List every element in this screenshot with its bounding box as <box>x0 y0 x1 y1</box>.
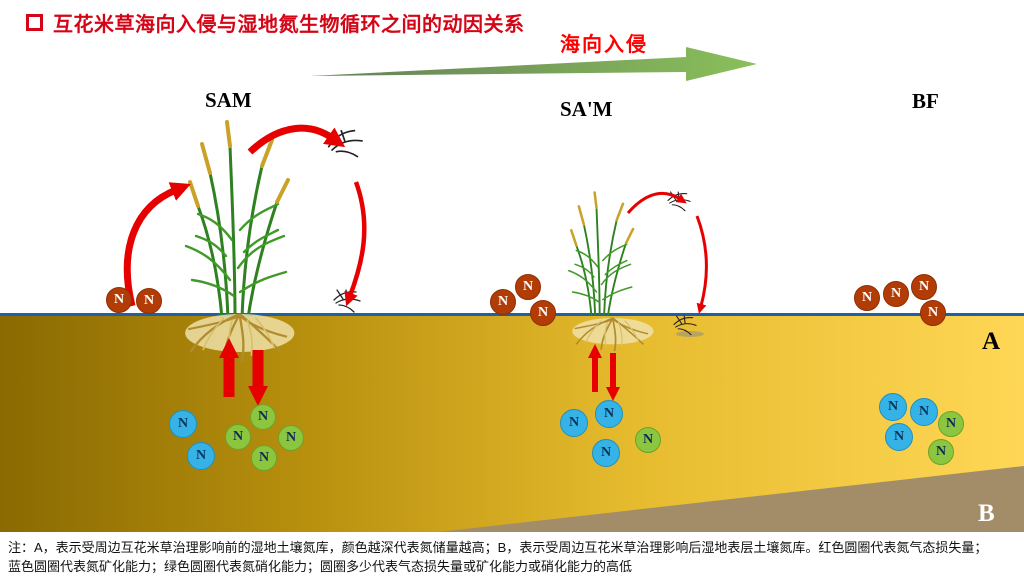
sapm-litter-return-arrow <box>695 215 708 314</box>
title-row: 互花米草海向入侵与湿地氮生物循环之间的动因关系 <box>26 8 525 37</box>
mineralization-circle: N <box>560 409 588 437</box>
gas-loss-circle: N <box>530 300 556 326</box>
gas-loss-circle: N <box>515 274 541 300</box>
n-letter: N <box>143 293 155 308</box>
n-letter: N <box>927 305 939 320</box>
column-label-sam: SAM <box>205 88 252 112</box>
zone-a-label: A <box>982 328 1001 355</box>
nitrification-circle: N <box>225 424 251 450</box>
soil-layer-a <box>0 313 1024 532</box>
n-letter: N <box>232 429 244 444</box>
nitrification-circle: N <box>250 404 276 430</box>
sam-litter-return-arrow <box>344 181 367 307</box>
n-letter: N <box>568 415 580 430</box>
n-letter: N <box>195 448 207 463</box>
gas-loss-circle: N <box>106 287 132 313</box>
n-letter: N <box>600 445 612 460</box>
invasion-direction-label: 海向入侵 <box>560 34 648 56</box>
n-letter: N <box>258 450 270 465</box>
nitrification-circle: N <box>928 439 954 465</box>
mineralization-circle: N <box>592 439 620 467</box>
sapm-plant-illustration <box>567 191 635 318</box>
mineralization-circle: N <box>885 423 913 451</box>
n-letter: N <box>935 444 947 459</box>
sapm-flying-litter-icon <box>667 191 691 212</box>
n-letter: N <box>887 399 899 414</box>
zone-b-label: B <box>978 500 995 527</box>
n-letter: N <box>642 432 654 447</box>
seaward-invasion-arrow <box>310 47 757 81</box>
n-letter: N <box>890 286 902 301</box>
gas-loss-circle: N <box>920 300 946 326</box>
mineralization-circle: N <box>187 442 215 470</box>
n-letter: N <box>861 290 873 305</box>
n-letter: N <box>893 429 905 444</box>
sam-ground-litter-icon <box>333 289 361 313</box>
n-letter: N <box>918 279 930 294</box>
figure-notes: 注：A，表示受周边互花米草治理影响前的湿地土壤氮库，颜色越深代表氮储量越高；B，… <box>8 539 1016 577</box>
n-letter: N <box>522 279 534 294</box>
n-letter: N <box>257 409 269 424</box>
mineralization-circle: N <box>169 410 197 438</box>
mineralization-circle: N <box>879 393 907 421</box>
gas-loss-circle: N <box>136 288 162 314</box>
n-letter: N <box>497 294 509 309</box>
sam-flying-litter-icon <box>325 126 366 163</box>
n-letter: N <box>945 416 957 431</box>
gas-loss-circle: N <box>883 281 909 307</box>
sapm-litter-export-arrow <box>626 192 687 214</box>
title-bullet-icon <box>26 14 43 31</box>
nitrification-circle: N <box>251 445 277 471</box>
gas-loss-circle: N <box>854 285 880 311</box>
nitrification-circle: N <box>278 425 304 451</box>
column-label-sapm: SA'M <box>560 97 613 121</box>
note-line-2: 蓝色圆圈代表氮矿化能力；绿色圆圈代表氮硝化能力；圆圈多少代表气态损失量或矿化能力… <box>8 558 633 574</box>
gas-loss-circle: N <box>490 289 516 315</box>
n-letter: N <box>603 406 615 421</box>
note-line-1: 注：A，表示受周边互花米草治理影响前的湿地土壤氮库，颜色越深代表氮储量越高；B，… <box>8 540 988 555</box>
n-letter: N <box>285 430 297 445</box>
sam-plant-illustration <box>184 120 290 320</box>
n-letter: N <box>113 292 125 307</box>
figure-title: 互花米草海向入侵与湿地氮生物循环之间的动因关系 <box>53 14 525 36</box>
mineralization-circle: N <box>910 398 938 426</box>
gas-loss-circle: N <box>911 274 937 300</box>
nitrification-circle: N <box>938 411 964 437</box>
mineralization-circle: N <box>595 400 623 428</box>
sam-litter-export-arrow <box>247 124 346 155</box>
nitrification-circle: N <box>635 427 661 453</box>
column-label-bf: BF <box>912 89 939 113</box>
n-letter: N <box>918 404 930 419</box>
n-letter: N <box>537 305 549 320</box>
n-letter: N <box>177 416 189 431</box>
